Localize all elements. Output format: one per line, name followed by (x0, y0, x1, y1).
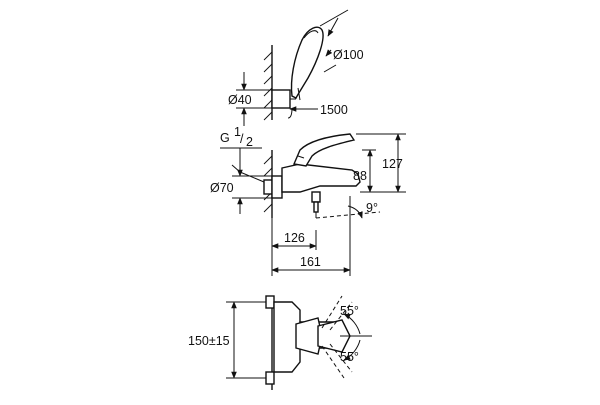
thread-label: G (220, 131, 230, 145)
lever-angle-up-label: 55° (340, 304, 359, 318)
overall-depth-label: 161 (300, 255, 321, 269)
lever-angle-down-label: 55° (340, 350, 359, 364)
height-total-label: 127 (382, 157, 403, 171)
dimension-lever-angle-up: 55° (340, 304, 361, 335)
dimension-height-total: 127 (356, 133, 406, 193)
hand-shower-view: Ø100 Ø40 1500 (228, 9, 364, 126)
spout-angle-label: 9° (366, 201, 378, 215)
thread-slash: / (240, 132, 244, 146)
holder-diameter-label: Ø40 (228, 93, 252, 107)
thread-numerator: 1 (234, 125, 241, 139)
dimension-thread: G 1 / 2 (220, 125, 265, 183)
dimension-centers: 150±15 (188, 301, 266, 379)
hose-length-label: 1500 (320, 103, 348, 117)
dimension-escutcheon: Ø70 (210, 160, 272, 214)
wall-upper (263, 45, 273, 121)
dimension-hand-shower: Ø100 (319, 9, 364, 73)
dimension-lever-angle-down: 55° (340, 339, 361, 364)
thread-denominator: 2 (246, 135, 253, 149)
centers-label: 150±15 (188, 334, 230, 348)
dimension-height-spout: 88 (353, 149, 376, 193)
hand-shower-diameter-label: Ø100 (333, 48, 364, 62)
dimension-hose: 1500 (289, 103, 348, 117)
faucet-body-side (263, 133, 361, 218)
lever-positions (321, 295, 372, 379)
front-view: 55° 55° 150±15 (188, 295, 372, 390)
faucet-body-front (265, 295, 351, 385)
dimension-overall-depth: 161 (271, 255, 351, 273)
spout-reach-label: 126 (284, 231, 305, 245)
escutcheon-diameter-label: Ø70 (210, 181, 234, 195)
height-spout-label: 88 (353, 169, 367, 183)
side-view: G 1 / 2 Ø70 127 88 (210, 125, 406, 276)
hand-shower (290, 26, 324, 101)
dimension-holder: Ø40 (228, 72, 272, 126)
dimension-spout-reach: 126 (271, 218, 351, 276)
dimension-spout-angle: 9° (315, 196, 381, 224)
